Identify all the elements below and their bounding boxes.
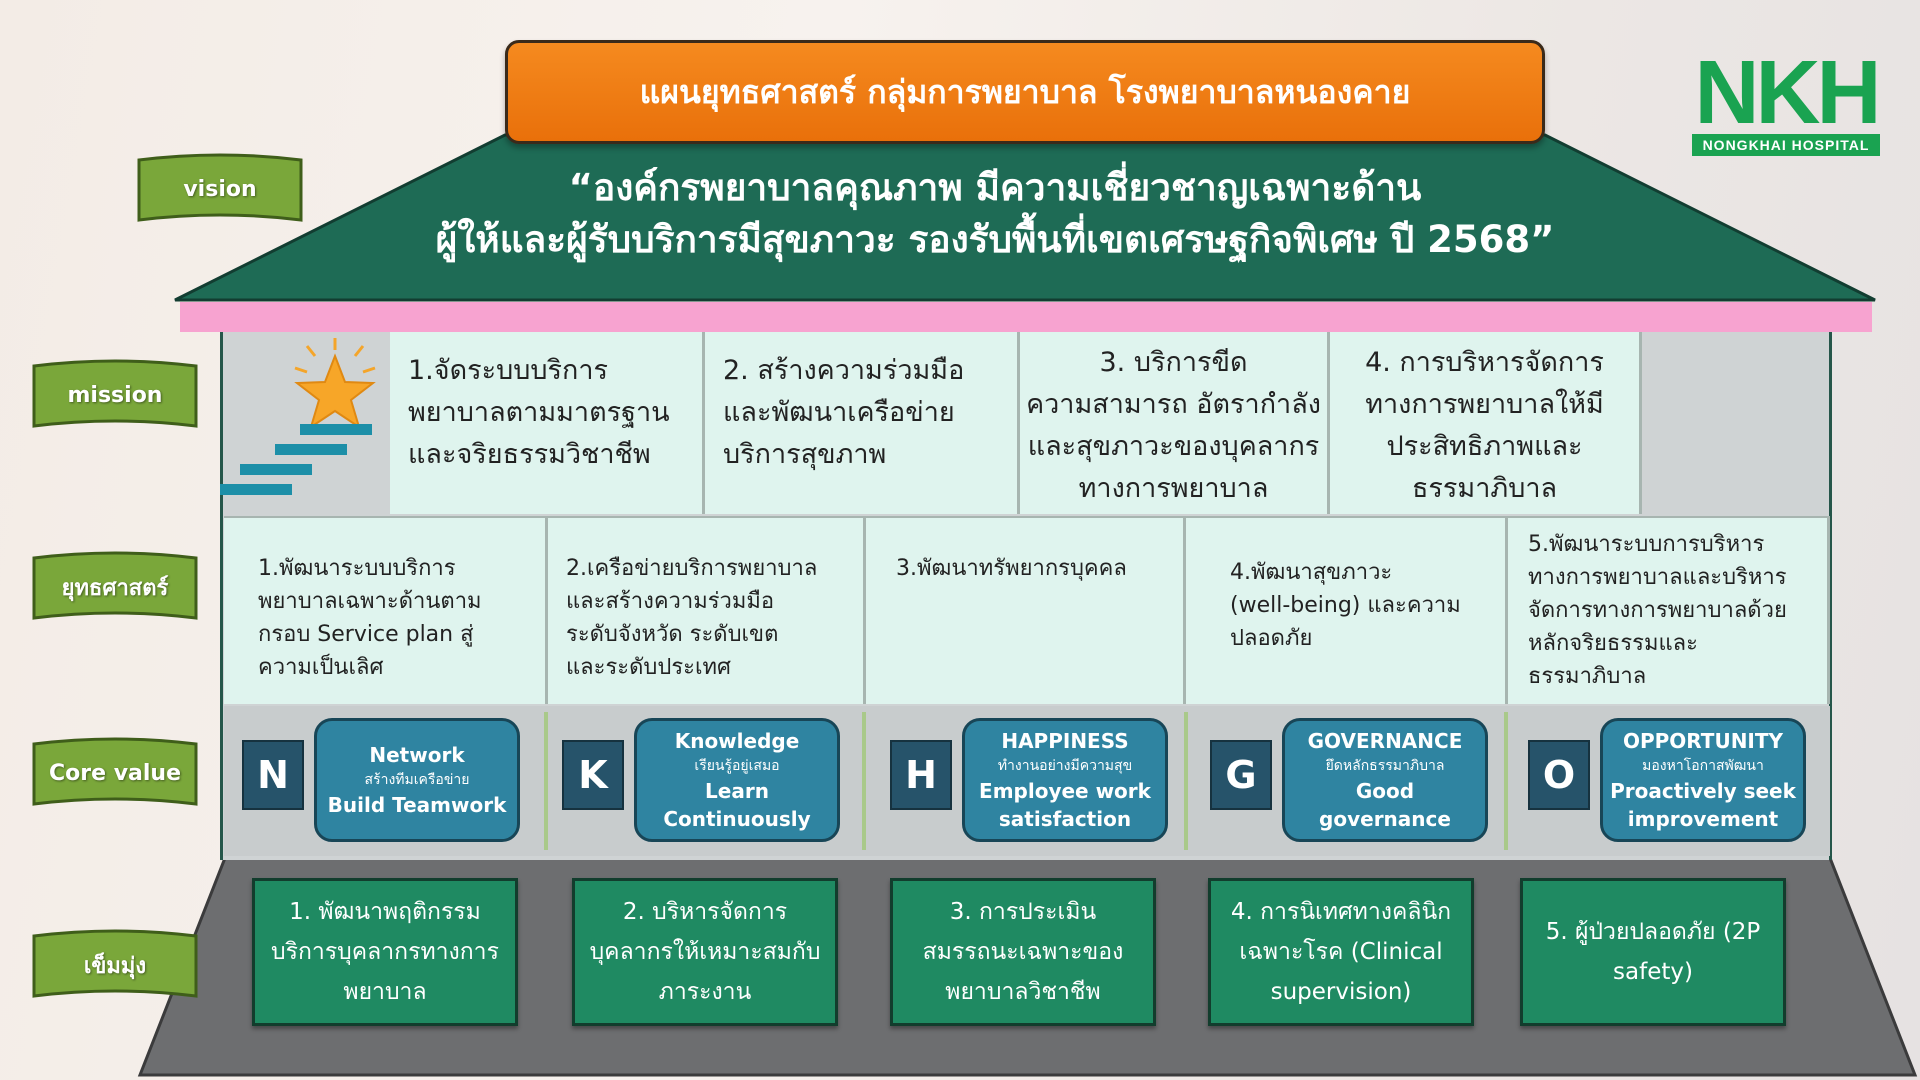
roof-band (180, 302, 1872, 332)
label-vision: vision (135, 150, 305, 228)
core-english: Learn Continuously (663, 778, 811, 831)
focus-point-2: 2. บริหารจัดการ บุคลากรให้เหมาะสมกับ ภาร… (572, 878, 838, 1026)
mission-text: 3. บริการขีด ความสามารถ อัตรากำลัง และสุ… (1026, 347, 1321, 504)
core-divider (544, 712, 548, 850)
mission-cell-3: 3. บริการขีด ความสามารถ อัตรากำลัง และสุ… (1020, 332, 1330, 514)
strategy-text: 2.เครือข่ายบริการพยาบาล และสร้างความร่วม… (566, 556, 818, 680)
strategy-text: 5.พัฒนาระบบการบริหาร ทางการพยาบาลและบริห… (1528, 532, 1787, 689)
core-value-governance: GOVERNANCE ยึดหลักธรรมาภิบาล Good govern… (1282, 718, 1488, 842)
strategy-text: 4.พัฒนาสุขภาวะ (well-being) และความ ปลอด… (1230, 560, 1461, 651)
mission-text: 2. สร้างความร่วมมือ และพัฒนาเครือข่าย บร… (723, 355, 965, 470)
mission-cell-2: 2. สร้างความร่วมมือ และพัฒนาเครือข่าย บร… (705, 332, 1020, 514)
strategy-cell-1: 1.พัฒนาระบบบริการ พยาบาลเฉพาะด้านตาม กรอ… (224, 516, 548, 704)
core-english: Good governance (1319, 778, 1451, 831)
mission-cell-1: 1.จัดระบบบริการ พยาบาลตามมาตรฐาน และจริย… (390, 332, 705, 514)
core-thai: สร้างทีมเครือข่าย (364, 771, 470, 788)
logo-subtitle: NONGKHAI HOSPITAL (1692, 134, 1880, 156)
core-thai: ทำงานอย่างมีความสุข (997, 757, 1133, 774)
mission-text: 4. การบริหารจัดการ ทางการพยาบาลให้มี ประ… (1365, 347, 1604, 504)
core-divider (1184, 712, 1188, 850)
mission-text: 1.จัดระบบบริการ พยาบาลตามมาตรฐาน และจริย… (408, 355, 670, 470)
core-english: Build Teamwork (327, 792, 507, 817)
focus-text: 1. พัฒนาพฤติกรรม บริการบุคลากรทางการ พยา… (271, 899, 499, 1005)
core-value-knowledge: Knowledge เรียนรู้อยู่เสมอ Learn Continu… (634, 718, 840, 842)
focus-point-1: 1. พัฒนาพฤติกรรม บริการบุคลากรทางการ พยา… (252, 878, 518, 1026)
core-letter-h: H (890, 740, 952, 810)
core-letter-o: O (1528, 740, 1590, 810)
core-value-happiness: HAPPINESS ทำงานอย่างมีความสุข Employee w… (962, 718, 1168, 842)
roof (174, 133, 1876, 302)
label-text: vision (183, 176, 257, 202)
focus-text: 5. ผู้ป่วยปลอดภัย (2P safety) (1545, 919, 1761, 985)
strategy-cell-3: 3.พัฒนาทรัพยากรบุคคล (866, 516, 1186, 704)
core-thai: มองหาโอกาสพัฒนา (1642, 757, 1764, 774)
logo-word: NKH (1694, 43, 1882, 143)
mission-cell-4: 4. การบริหารจัดการ ทางการพยาบาลให้มี ประ… (1330, 332, 1642, 514)
core-english: Proactively seek improvement (1610, 778, 1796, 831)
star-stairs-icon (220, 338, 376, 495)
strategy-cell-2: 2.เครือข่ายบริการพยาบาล และสร้างความร่วม… (548, 516, 866, 704)
core-value-opportunity: OPPORTUNITY มองหาโอกาสพัฒนา Proactively … (1600, 718, 1806, 842)
strategy-text: 1.พัฒนาระบบบริการ พยาบาลเฉพาะด้านตาม กรอ… (258, 556, 482, 680)
core-title: HAPPINESS (1001, 728, 1129, 753)
strategy-cell-4: 4.พัฒนาสุขภาวะ (well-being) และความ ปลอด… (1186, 516, 1508, 704)
label-strategy: ยุทธศาสตร์ (30, 548, 200, 626)
focus-point-4: 4. การนิเทศทางคลินิก เฉพาะโรค (Clinical … (1208, 878, 1474, 1026)
core-letter-k: K (562, 740, 624, 810)
focus-point-5: 5. ผู้ป่วยปลอดภัย (2P safety) (1520, 878, 1786, 1026)
vision-line-1: “องค์กรพยาบาลคุณภาพ มีความเชี่ยวชาญเฉพาะ… (568, 166, 1422, 209)
label-core-value: Core value (30, 734, 200, 812)
core-letter-g: G (1210, 740, 1272, 810)
core-title: OPPORTUNITY (1622, 728, 1783, 753)
focus-text: 2. บริหารจัดการ บุคลากรให้เหมาะสมกับ ภาร… (589, 899, 821, 1005)
core-divider (1504, 712, 1508, 850)
vision-statement: “องค์กรพยาบาลคุณภาพ มีความเชี่ยวชาญเฉพาะ… (300, 162, 1690, 266)
focus-text: 3. การประเมิน สมรรถนะเฉพาะของ พยาบาลวิชา… (922, 899, 1124, 1005)
core-divider (862, 712, 866, 850)
focus-point-3: 3. การประเมิน สมรรถนะเฉพาะของ พยาบาลวิชา… (890, 878, 1156, 1026)
core-title: Knowledge (674, 728, 800, 753)
strategy-text: 3.พัฒนาทรัพยากรบุคคล (896, 556, 1127, 581)
core-title: Network (369, 742, 465, 767)
focus-text: 4. การนิเทศทางคลินิก เฉพาะโรค (Clinical … (1230, 899, 1452, 1005)
core-title: GOVERNANCE (1307, 728, 1463, 753)
label-mission: mission (30, 356, 200, 434)
core-thai: เรียนรู้อยู่เสมอ (694, 757, 780, 774)
label-text: mission (67, 382, 163, 408)
label-text: Core value (49, 760, 181, 786)
core-letter-n: N (242, 740, 304, 810)
label-text: ยุทธศาสตร์ (61, 575, 169, 601)
core-value-network: Network สร้างทีมเครือข่าย Build Teamwork (314, 718, 520, 842)
core-english: Employee work satisfaction (979, 778, 1151, 831)
strategy-cell-5: 5.พัฒนาระบบการบริหาร ทางการพยาบาลและบริห… (1508, 516, 1830, 704)
core-thai: ยึดหลักธรรมาภิบาล (1325, 757, 1445, 774)
hospital-logo: NKH NONGKHAI HOSPITAL (1688, 48, 1884, 158)
label-text: เข็มมุ่ง (83, 953, 147, 979)
page-title: แผนยุทธศาสตร์ กลุ่มการพยาบาล โรงพยาบาลหน… (505, 40, 1545, 144)
vision-line-2: ผู้ให้และผู้รับบริการมีสุขภาวะ รองรับพื้… (435, 218, 1555, 261)
label-focus: เข็มมุ่ง (30, 926, 200, 1004)
